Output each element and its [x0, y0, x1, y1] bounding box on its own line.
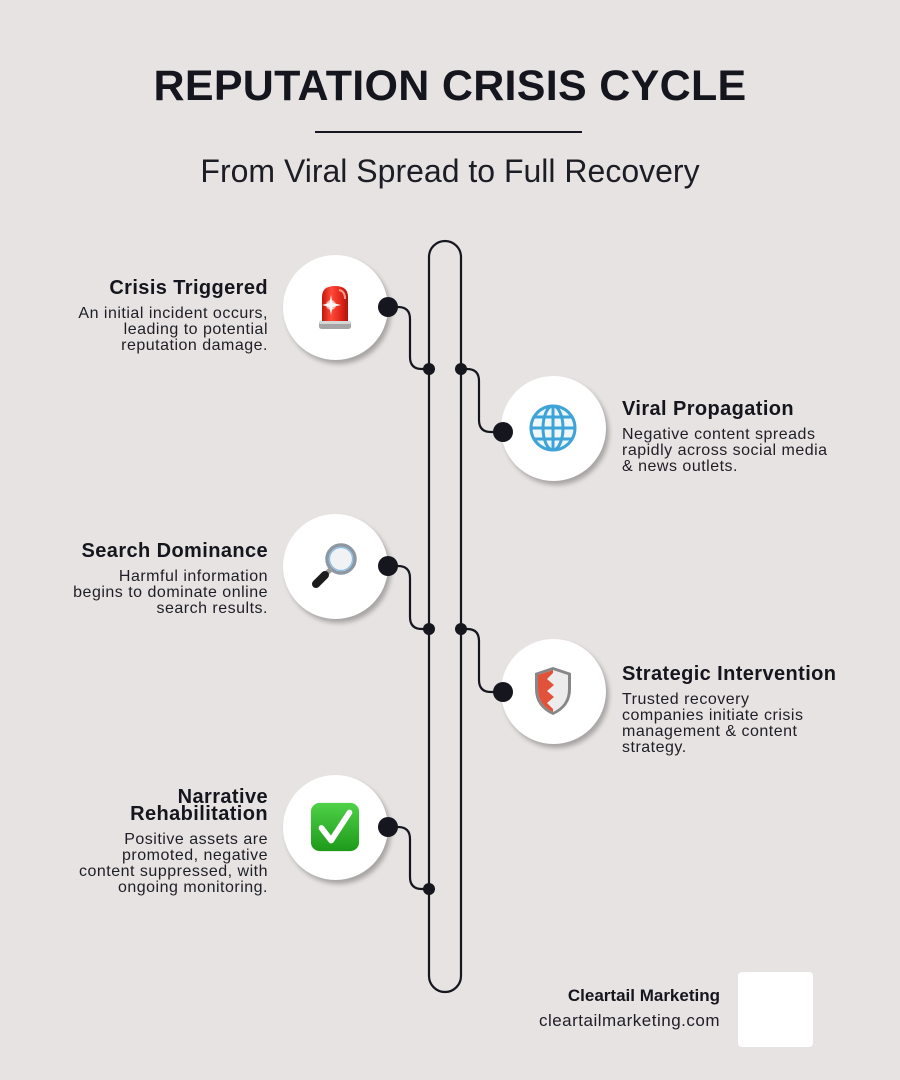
- step-5-icon-circle: [282, 774, 388, 880]
- magnifying-glass-icon: [312, 543, 357, 588]
- connector-step-1: [388, 305, 429, 371]
- step-2-icon-circle: [500, 375, 606, 481]
- step-narrative-rehabilitation: Narrative Rehabilitation Positive assets…: [28, 786, 268, 896]
- step-description: Harmful information begins to dominate o…: [73, 568, 268, 617]
- step-description: Trusted recovery companies initiate cris…: [622, 691, 804, 756]
- timeline-tube: [427, 239, 463, 994]
- connector-step-4: [461, 627, 503, 694]
- connector-step-2: [461, 367, 503, 434]
- step-description: An initial incident occurs, leading to p…: [78, 305, 268, 354]
- junction-dot: [455, 623, 467, 635]
- step-description: Negative content spreads rapidly across …: [622, 426, 828, 475]
- footer-branding: Cleartail Marketing cleartailmarketing.c…: [539, 983, 720, 1033]
- company-name: Cleartail Marketing: [567, 986, 720, 1005]
- step-3-icon-circle: [282, 513, 388, 619]
- police-siren-icon: [319, 286, 351, 329]
- step-title: Strategic Intervention: [622, 663, 837, 685]
- logo-placeholder: [738, 972, 813, 1047]
- step-title: Search Dominance: [81, 540, 268, 562]
- junction-dot: [423, 883, 435, 895]
- step-viral-propagation: Viral Propagation Negative content sprea…: [622, 398, 862, 475]
- step-strategic-intervention: Strategic Intervention Trusted recovery …: [622, 663, 862, 756]
- page-subtitle: From Viral Spread to Full Recovery: [200, 153, 700, 189]
- step-title: Crisis Triggered: [109, 277, 268, 299]
- step-description: Positive assets are promoted, negative c…: [79, 831, 268, 896]
- step-search-dominance: Search Dominance Harmful information beg…: [28, 540, 268, 617]
- step-crisis-triggered: Crisis Triggered An initial incident occ…: [28, 277, 268, 354]
- page-title: REPUTATION CRISIS CYCLE: [153, 62, 747, 110]
- junction-dot: [423, 363, 435, 375]
- globe-icon: [529, 404, 577, 452]
- junction-dot: [423, 623, 435, 635]
- junction-dot: [455, 363, 467, 375]
- title-divider: [315, 131, 582, 133]
- connector-step-5: [388, 825, 429, 891]
- shield-icon: [535, 667, 571, 715]
- check-mark-icon: [310, 802, 360, 852]
- step-title: Viral Propagation: [622, 398, 795, 420]
- connector-step-3: [388, 564, 429, 631]
- step-title: Narrative Rehabilitation: [130, 786, 268, 825]
- company-website: cleartailmarketing.com: [538, 1011, 720, 1030]
- step-4-icon-circle: [500, 638, 606, 744]
- step-1-icon-circle: [282, 254, 388, 360]
